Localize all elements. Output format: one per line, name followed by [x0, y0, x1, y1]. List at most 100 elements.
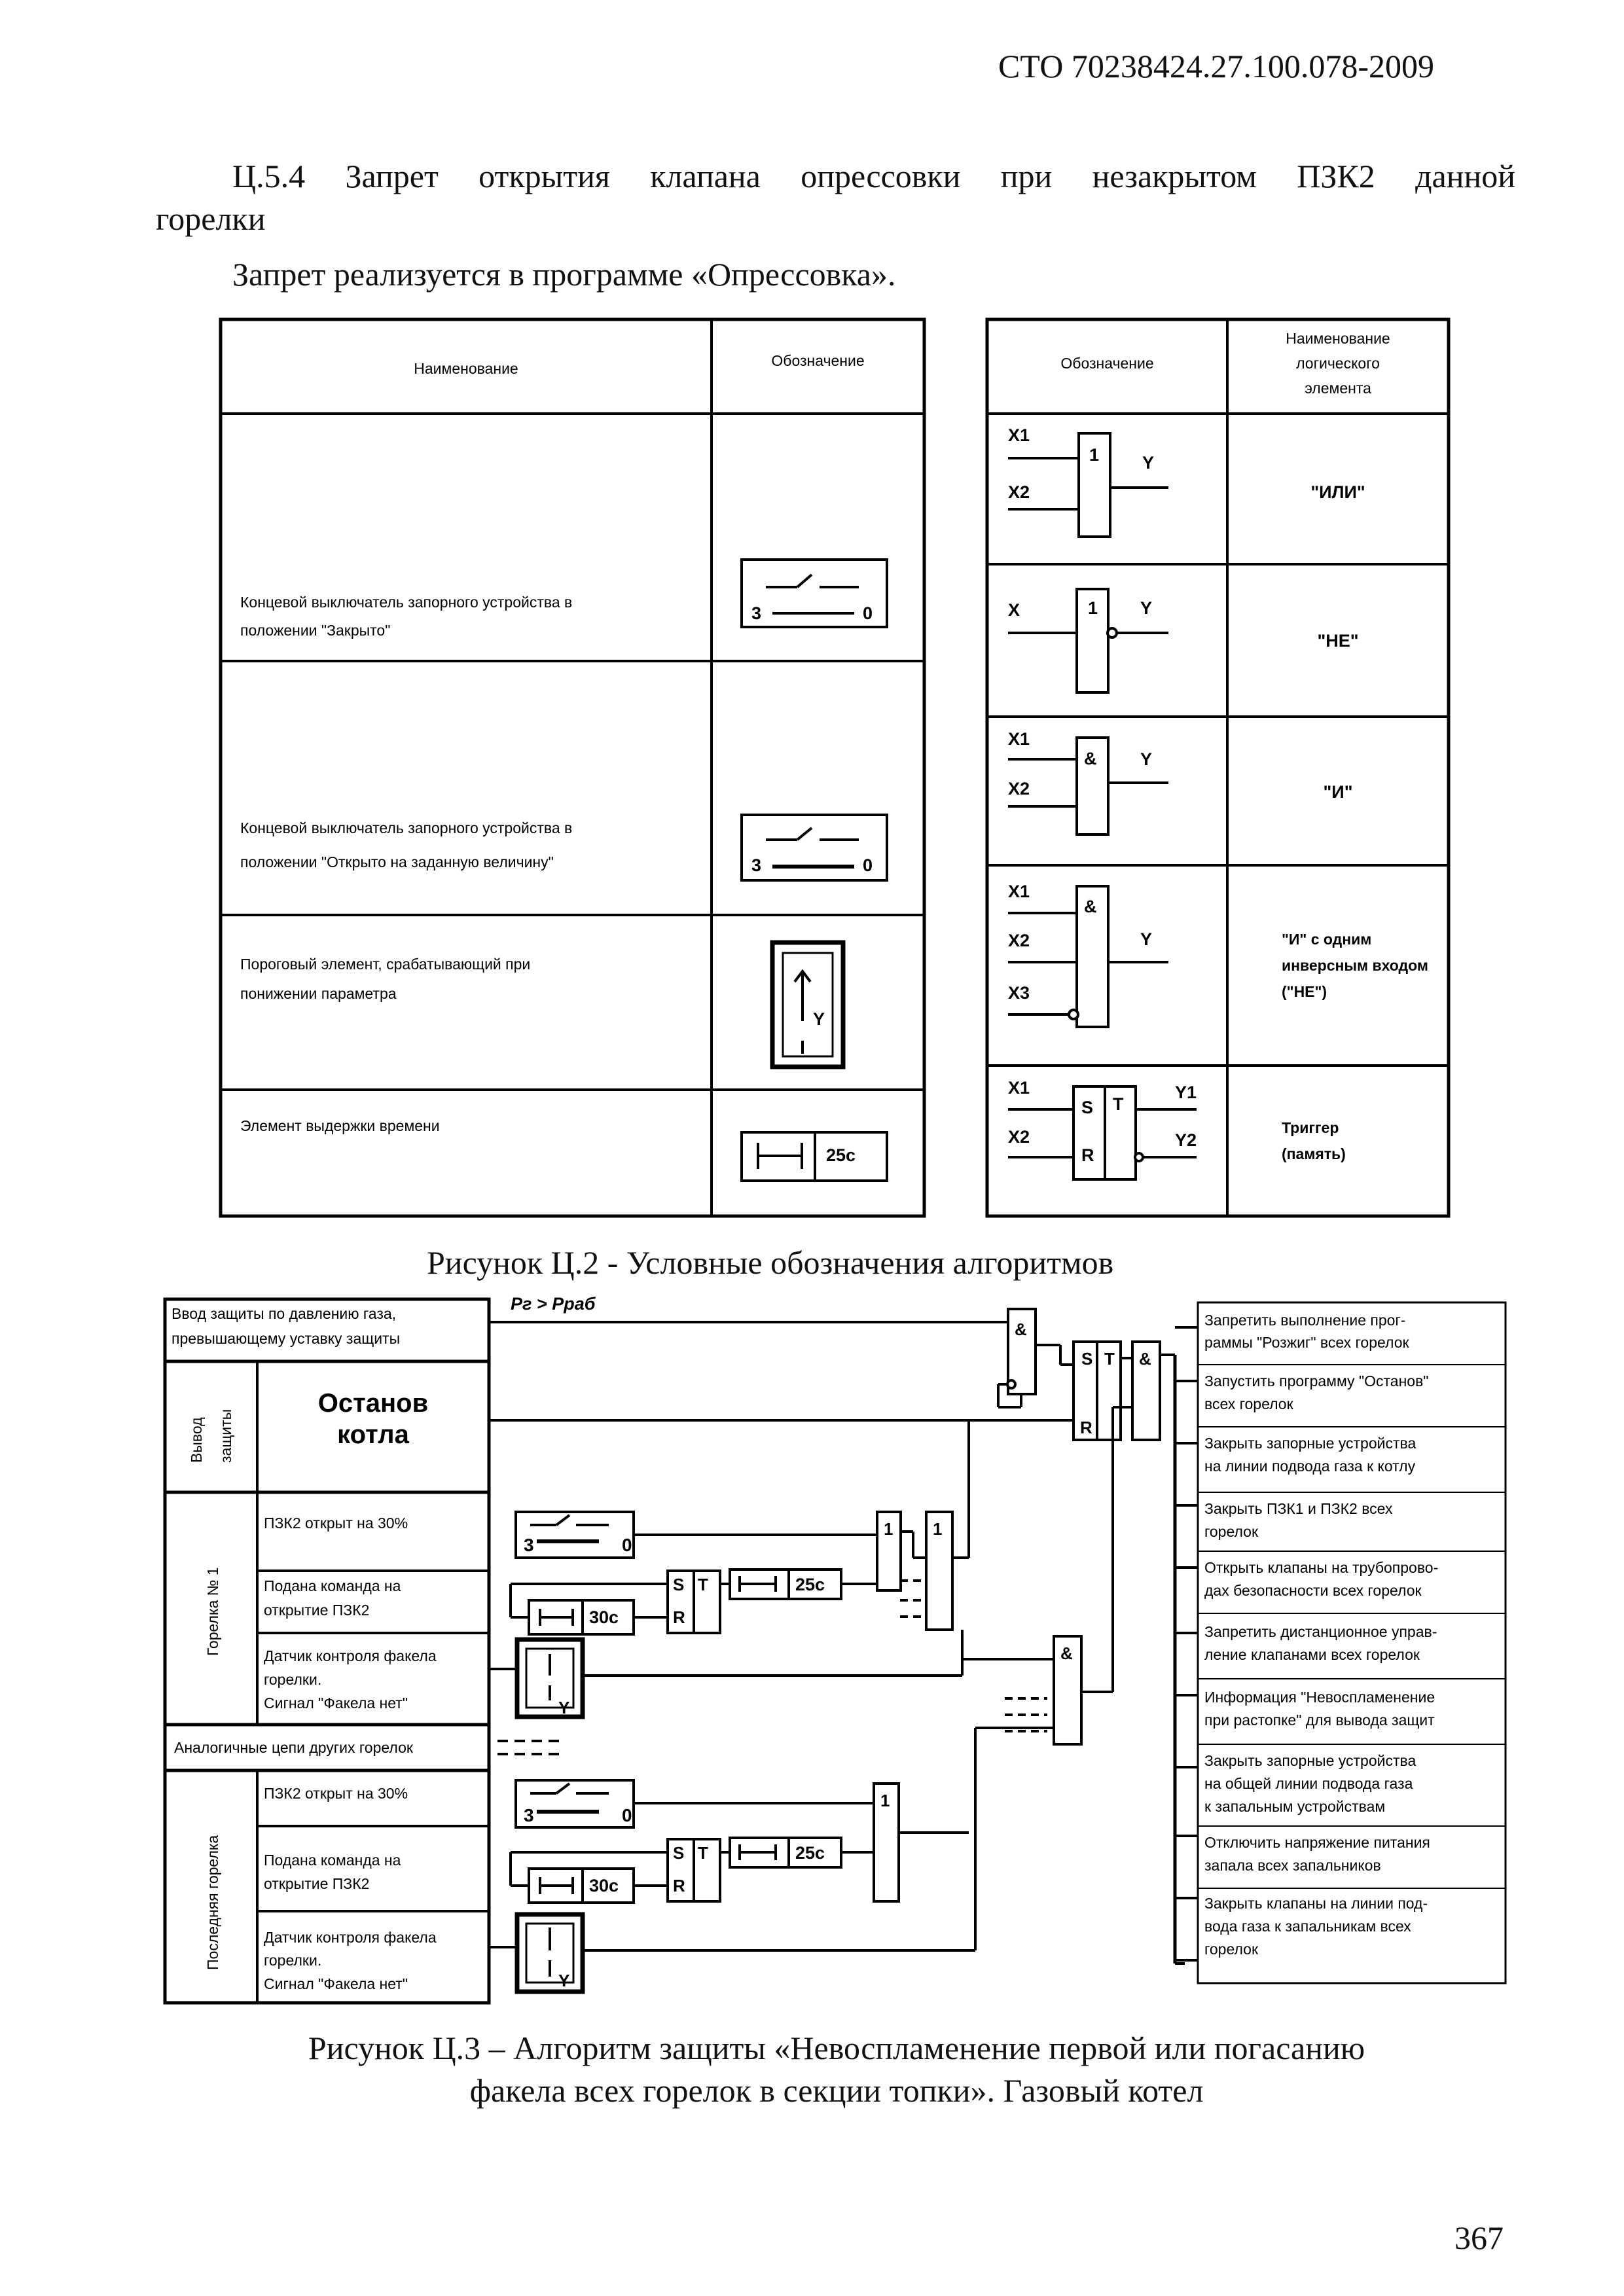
- legend-left-row-3-l1: Пороговый элемент, срабатывающий при: [240, 956, 531, 973]
- switch-closed-right-digit: 0: [863, 603, 873, 623]
- svg-text:T: T: [698, 1843, 708, 1863]
- output-2: Запустить программу "Останов": [1204, 1372, 1429, 1390]
- figure3-caption-line2: факела всех горелок в секции топки». Газ…: [469, 2072, 1204, 2109]
- legend-right-col-name-2: логического: [1296, 355, 1380, 372]
- svg-text:0: 0: [622, 1535, 632, 1555]
- legend-right-col-name-3: элемента: [1305, 380, 1371, 397]
- and-y: Y: [1140, 749, 1153, 769]
- and-inv-x2: X2: [1008, 931, 1030, 950]
- timer-element-symbol: [740, 1131, 888, 1182]
- boiler-stop-label-2: котла: [337, 1420, 409, 1449]
- output-5: на линии подвода газа к котлу: [1204, 1458, 1416, 1475]
- svg-text:S: S: [673, 1575, 684, 1594]
- b1-row-3: Датчик контроля факела: [264, 1647, 437, 1664]
- exit-protection-label-1: Вывод: [188, 1417, 205, 1463]
- output-13: при растопке" для вывода защит: [1204, 1712, 1435, 1729]
- output-9: дах безопасности всех горелок: [1204, 1582, 1422, 1599]
- not-y: Y: [1140, 598, 1153, 618]
- not-x: X: [1008, 600, 1020, 620]
- doc-code: СТО 70238424.27.100.078-2009: [998, 48, 1434, 84]
- last-row-5: Сигнал "Факела нет": [264, 1975, 408, 1992]
- legend-and-inv-name-3: ("НЕ"): [1282, 983, 1327, 1000]
- trigger-r: R: [1081, 1145, 1094, 1165]
- output-0: Запретить выполнение прог-: [1204, 1312, 1406, 1329]
- svg-text:0: 0: [622, 1805, 632, 1825]
- legend-trigger-name-1: Триггер: [1282, 1119, 1339, 1136]
- pressure-expression: Pг > Pраб: [511, 1294, 596, 1314]
- output-19: Закрыть клапаны на линии под-: [1204, 1895, 1428, 1912]
- svg-text:1: 1: [880, 1791, 890, 1810]
- svg-text:S: S: [1081, 1349, 1092, 1369]
- legend-left-row-3-l2: понижении параметра: [240, 985, 397, 1002]
- svg-text:R: R: [673, 1876, 685, 1895]
- trigger-x1: X1: [1008, 1078, 1030, 1098]
- switch-closed-left-digit: 3: [751, 603, 762, 623]
- svg-text:T: T: [1104, 1349, 1115, 1369]
- legend-and-name: "И": [1323, 782, 1353, 802]
- exit-protection-label-2: защиты: [217, 1408, 234, 1463]
- svg-text:R: R: [1080, 1418, 1092, 1437]
- legend-or-name: "ИЛИ": [1310, 482, 1365, 502]
- or-x1: X1: [1008, 425, 1030, 445]
- last-row-0: ПЗК2 открыт на 30%: [264, 1785, 408, 1802]
- trigger-y2: Y2: [1175, 1130, 1197, 1150]
- output-16: к запальным устройствам: [1204, 1798, 1386, 1815]
- burner-1-label: Горелка № 1: [204, 1567, 221, 1656]
- output-17: Отключить напряжение питания: [1204, 1834, 1430, 1851]
- analog-chains-label: Аналогичные цепи других горелок: [174, 1739, 413, 1756]
- and-x2: X2: [1008, 779, 1030, 798]
- svg-text:S: S: [673, 1843, 684, 1863]
- svg-text:Y: Y: [558, 1698, 569, 1717]
- b1-row-4: горелки.: [264, 1671, 322, 1688]
- legend-left-row-1-l2: положении "Закрыто": [240, 622, 391, 639]
- and-inv-y: Y: [1140, 929, 1153, 949]
- output-6: Закрыть ПЗК1 и ПЗК2 всех: [1204, 1500, 1393, 1517]
- b1-row-0: ПЗК2 открыт на 30%: [264, 1515, 408, 1532]
- legend-left-col-symbol: Обозначение: [771, 352, 865, 369]
- trigger-t: T: [1113, 1094, 1124, 1114]
- svg-text:1: 1: [884, 1519, 893, 1539]
- output-11: ление клапанами всех горелок: [1204, 1646, 1420, 1663]
- gas-input-label-2: превышающему уставку защиты: [171, 1330, 401, 1347]
- legend-right-col-name-1: Наименование: [1286, 330, 1390, 347]
- and-x1: X1: [1008, 729, 1030, 749]
- legend-left-row-4-l1: Элемент выдержки времени: [240, 1117, 440, 1134]
- timer-25-last: 25с: [795, 1843, 825, 1863]
- output-21: горелок: [1204, 1941, 1259, 1958]
- output-3: всех горелок: [1204, 1395, 1293, 1412]
- timer-25-b1: 25с: [795, 1575, 825, 1594]
- or-sign: 1: [1089, 445, 1100, 465]
- trigger-x2: X2: [1008, 1127, 1030, 1147]
- last-row-4: горелки.: [264, 1952, 322, 1969]
- last-row-2: открытие ПЗК2: [264, 1875, 370, 1892]
- legend-not-name: "НЕ": [1317, 631, 1359, 651]
- svg-text:R: R: [673, 1607, 685, 1627]
- output-18: запала всех запальников: [1204, 1857, 1381, 1874]
- legend-left-row-1-l1: Концевой выключатель запорного устройств…: [240, 594, 573, 611]
- figure3-caption-line1: Рисунок Ц.3 – Алгоритм защиты «Невосплам…: [308, 2030, 1365, 2066]
- legend-left-col-name: Наименование: [414, 360, 518, 377]
- svg-text:T: T: [698, 1575, 708, 1594]
- and-inv-x3: X3: [1008, 983, 1030, 1003]
- last-burner-label: Последняя горелка: [204, 1835, 221, 1970]
- section-heading-cont: горелки: [156, 200, 266, 237]
- b1-row-5: Сигнал "Факела нет": [264, 1695, 408, 1712]
- legend-trigger-name-2: (память): [1282, 1145, 1346, 1162]
- output-12: Информация "Невоспламенение: [1204, 1689, 1435, 1706]
- svg-text:&: &: [1015, 1319, 1027, 1339]
- output-20: вода газа к запальникам всех: [1204, 1918, 1411, 1935]
- gas-input-label-1: Ввод защиты по давлению газа,: [171, 1305, 397, 1322]
- last-row-1: Подана команда на: [264, 1852, 401, 1869]
- output-10: Запретить дистанционное управ-: [1204, 1623, 1437, 1640]
- switch-open-right-digit: 0: [863, 855, 873, 875]
- output-15: на общей линии подвода газа: [1204, 1775, 1413, 1792]
- timer-30-b1: 30с: [589, 1607, 619, 1627]
- trigger-y1: Y1: [1175, 1083, 1197, 1102]
- not-sign: 1: [1088, 598, 1098, 618]
- legend-and-inv-name-1: "И" с одним: [1282, 931, 1372, 948]
- last-row-3: Датчик контроля факела: [264, 1929, 437, 1946]
- svg-text:3: 3: [524, 1805, 534, 1825]
- boiler-stop-label-1: Останов: [317, 1389, 429, 1418]
- b1-row-1: Подана команда на: [264, 1577, 401, 1594]
- output-8: Открыть клапаны на трубопрово-: [1204, 1559, 1439, 1576]
